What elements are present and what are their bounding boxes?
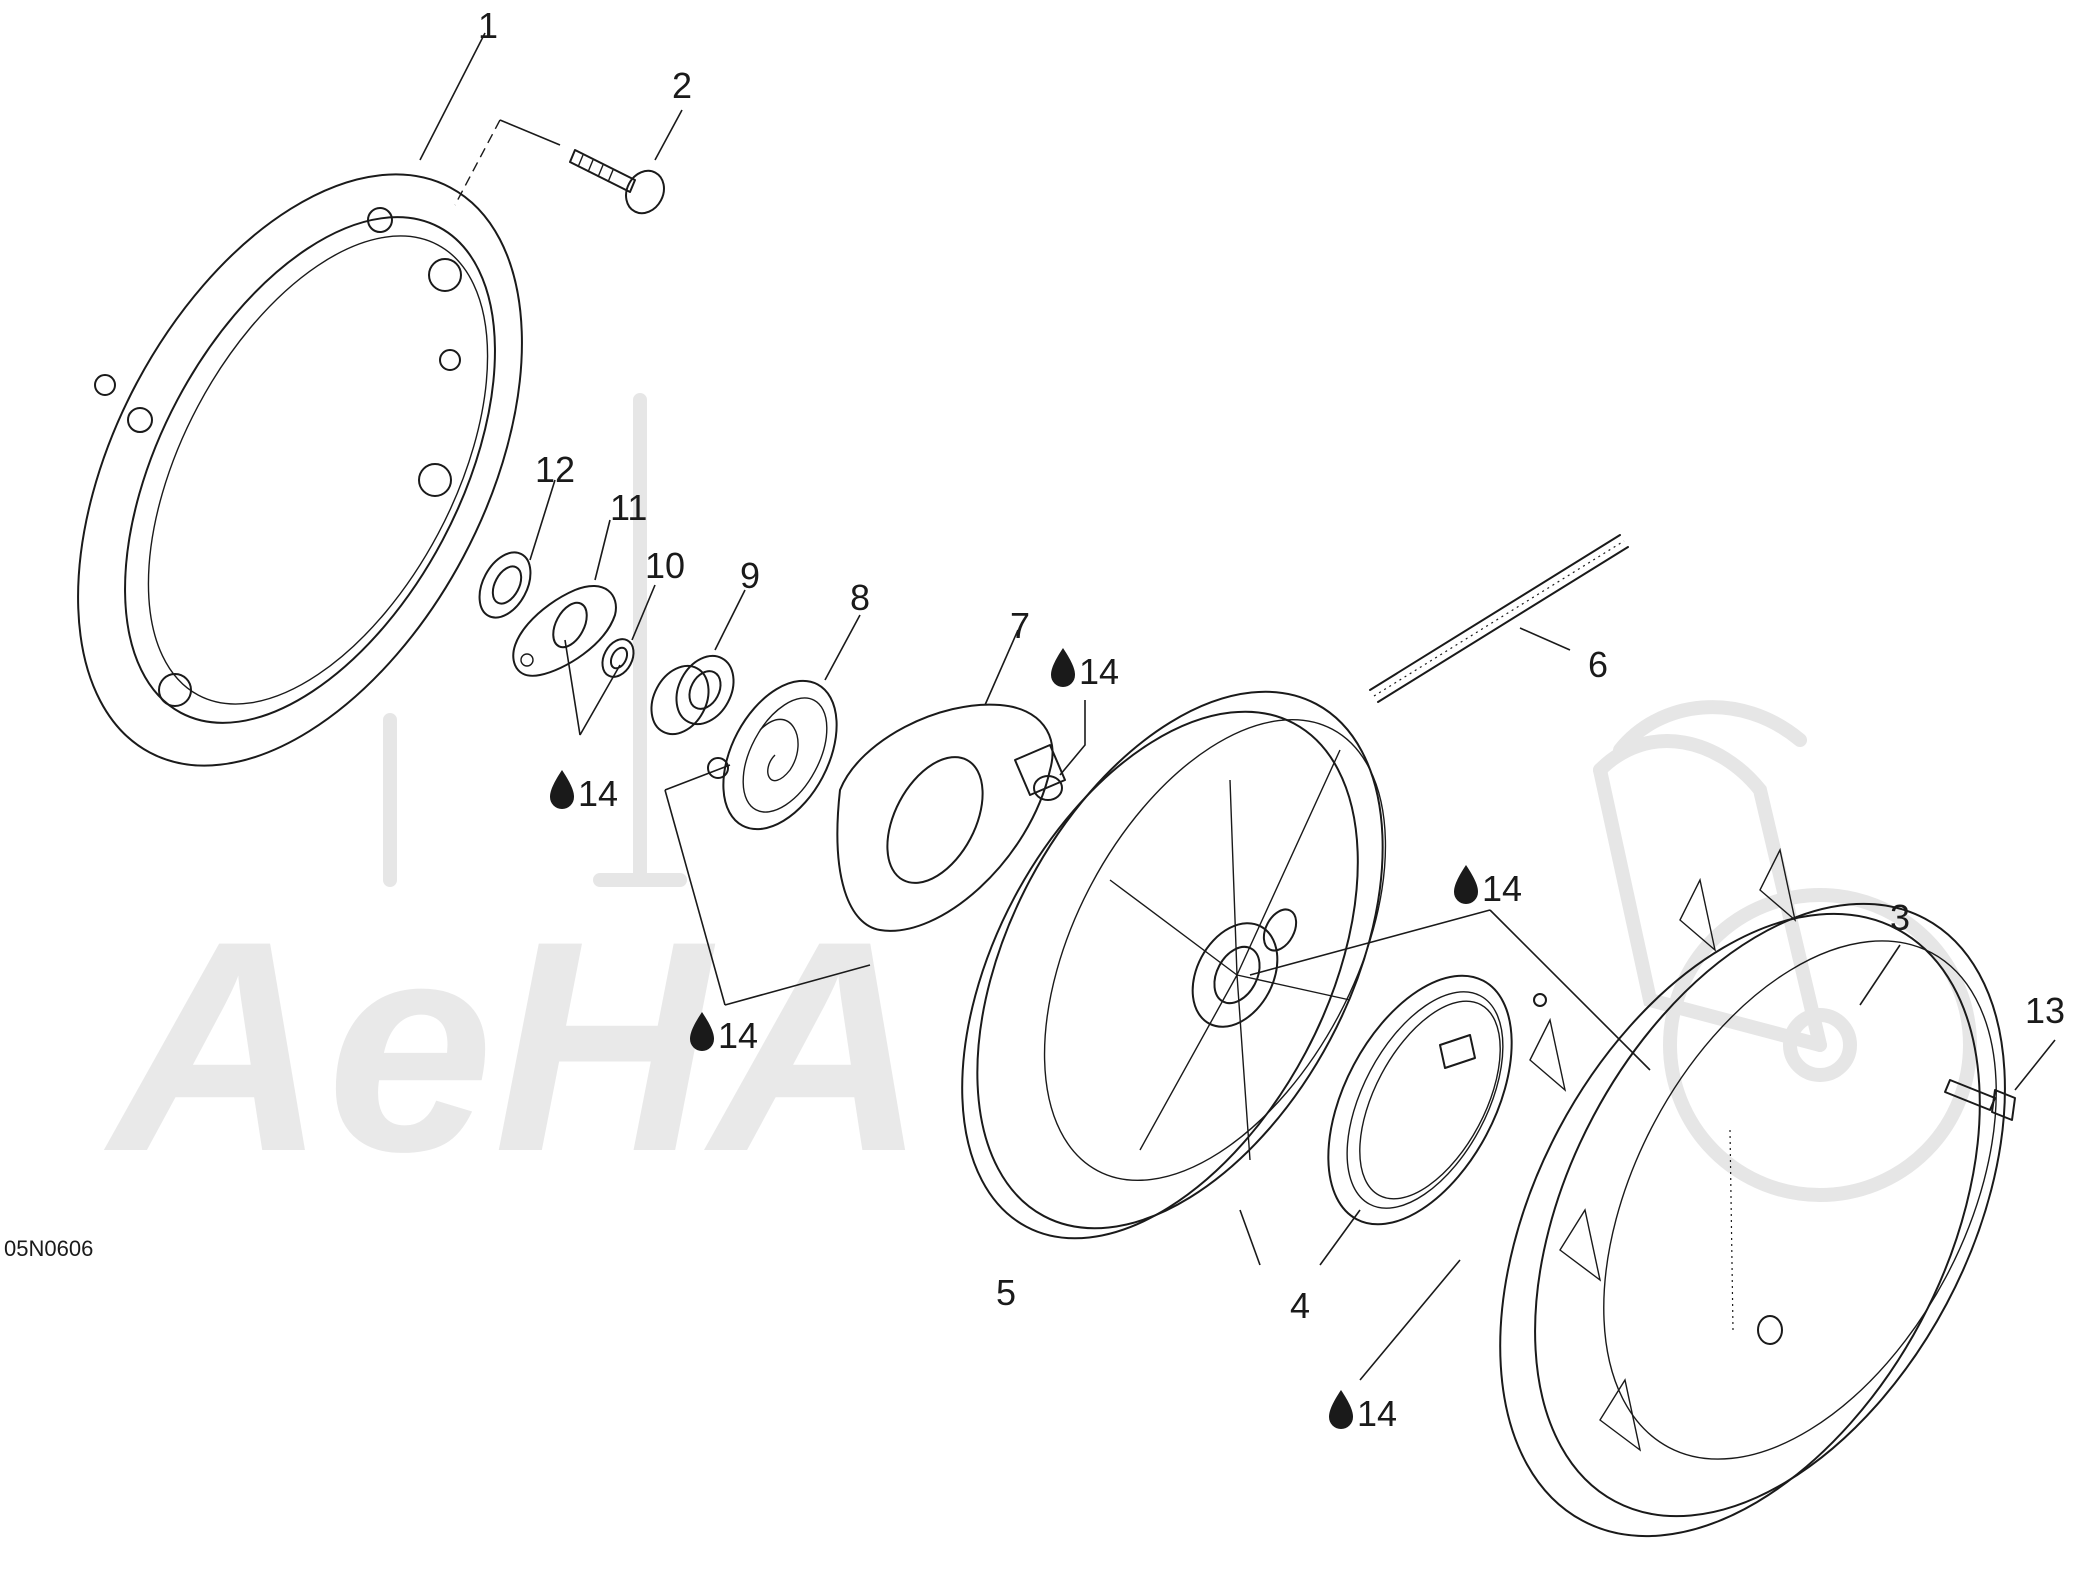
part-2-screw (569, 149, 665, 215)
part-11-plate (512, 585, 617, 677)
callout-12: 12 (535, 449, 575, 490)
lube-marker-d: 14 (1454, 865, 1522, 909)
center-axis (454, 119, 501, 206)
axis-bracket (499, 119, 561, 146)
lube-ref-b: 14 (718, 1015, 758, 1056)
part-9-bushing (650, 654, 735, 736)
lube-ref-e: 14 (1357, 1393, 1397, 1434)
callout-13: 13 (2025, 990, 2065, 1031)
callout-11: 11 (610, 487, 647, 528)
part-1-housing (77, 173, 523, 767)
callout-10: 10 (645, 545, 685, 586)
tower-watermark-graphic (383, 393, 687, 887)
lube-marker-a: 14 (550, 770, 618, 814)
part-6-rope (1369, 534, 1629, 703)
callout-7: 7 (1010, 605, 1030, 646)
part-7-pawl (836, 703, 1066, 932)
lube-marker-c: 14 (1051, 648, 1119, 692)
lube-marker-b: 14 (690, 1012, 758, 1056)
callout-3: 3 (1890, 897, 1910, 938)
callout-4: 4 (1290, 1285, 1310, 1326)
part-4-spring (1327, 974, 1547, 1226)
lube-ref-a: 14 (578, 773, 618, 814)
lube-ref-d: 14 (1482, 868, 1522, 909)
part-10-washer (601, 638, 635, 678)
callout-9: 9 (740, 555, 760, 596)
callouts: 1 2 3 4 5 6 7 8 9 10 11 12 13 (478, 5, 2065, 1326)
oil-drop-icon (550, 770, 574, 809)
figure-code: 05N0606 (4, 1236, 93, 1261)
oil-drop-icon (1454, 865, 1478, 904)
part-12-washer (478, 551, 532, 619)
watermark: AeHA (101, 393, 1977, 1214)
callout-6: 6 (1588, 644, 1608, 685)
part-5-pulley (961, 690, 1387, 1240)
watermark-text: AeHA (101, 878, 927, 1214)
callout-1: 1 (478, 5, 498, 46)
callout-8: 8 (850, 577, 870, 618)
leader-lines (419, 32, 2056, 1381)
callout-2: 2 (672, 65, 692, 106)
motorcycle-watermark-graphic (1593, 700, 1977, 1202)
oil-drop-icon (1329, 1390, 1353, 1429)
callout-5: 5 (996, 1272, 1016, 1313)
part-8-spring-disk (707, 679, 838, 831)
lube-ref-c: 14 (1079, 651, 1119, 692)
oil-drop-icon (690, 1012, 714, 1051)
part-13-bolt (1944, 1079, 2016, 1121)
lube-marker-e: 14 (1329, 1390, 1397, 1434)
oil-drop-icon (1051, 648, 1075, 687)
part-3-cover (1499, 847, 2006, 1538)
